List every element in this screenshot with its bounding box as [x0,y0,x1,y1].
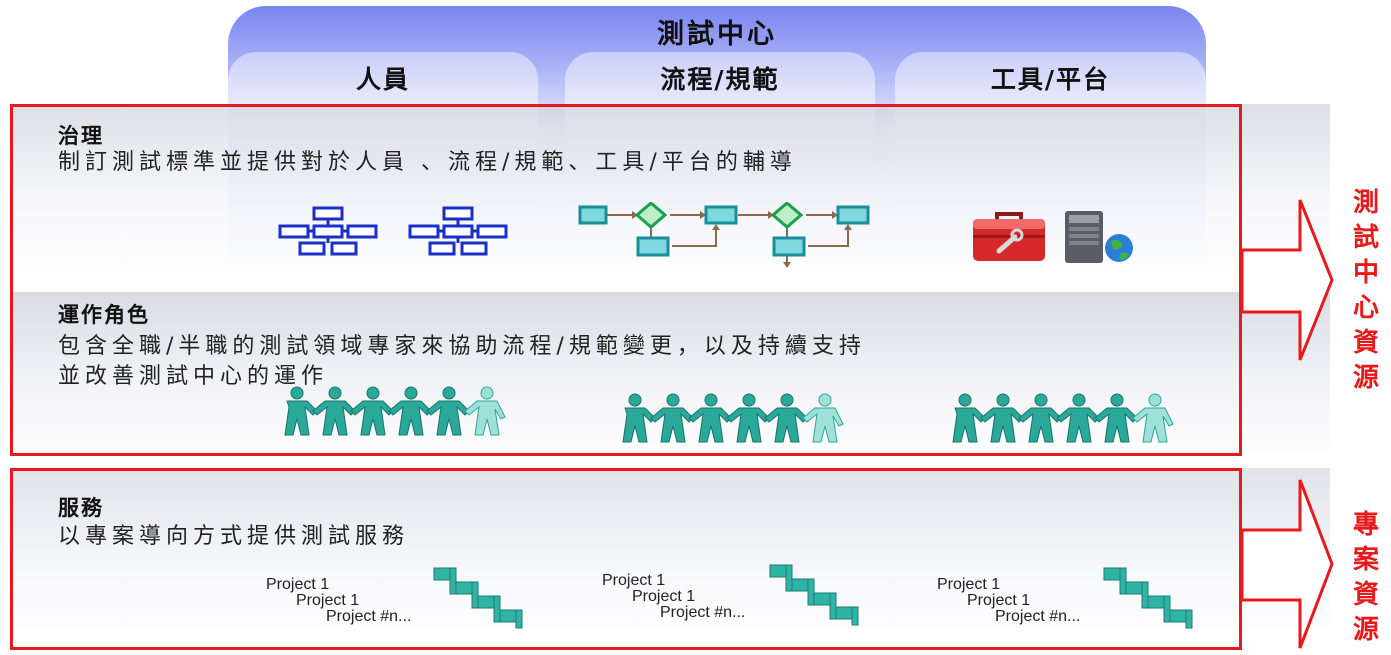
center-resources-frame [10,104,1242,456]
project-resources-label: 專案資源 [1352,510,1379,645]
project-list-item: Project 1 [296,592,360,609]
people-chain-icon [952,393,1174,443]
project-list-item: Project 1 [967,592,1031,609]
project-list-item: Project 1 [632,588,696,605]
project-list-item: Project #n... [660,604,746,621]
services-band [10,468,1330,646]
column-label-tools: 工具/平台 [990,65,1111,94]
org-chart-icon [408,206,508,256]
stairs-icon [433,567,523,629]
governance-description: 制訂測試標準並提供對於人員 、流程/規範、工具/平台的輔導 [58,150,797,175]
stairs-icon [769,564,859,626]
stairs-icon [1103,567,1193,629]
test-center-title: 測試中心 [657,19,777,50]
project-list-item: Project 1 [266,576,330,593]
center-resources-label: 測試中心資源 [1352,188,1379,393]
toolbox-icon [973,212,1045,261]
services-description: 以專案導向方式提供測試服務 [58,524,410,549]
project-list-item: Project #n... [326,608,412,625]
org-chart-icon [278,206,378,256]
project-list-item: Project #n... [995,608,1081,625]
governance-title: 治理 [58,124,104,148]
roles-title: 運作角色 [58,303,150,327]
column-label-process: 流程/規範 [660,65,780,94]
governance-band [10,104,1330,292]
roles-description-line1: 包含全職/半職的測試領域專家來協助流程/規範變更，以及持續支持 [58,334,866,359]
column-label-people: 人員 [355,65,410,94]
roles-description-line2: 並改善測試中心的運作 [58,364,329,389]
flowchart-icon [578,202,870,268]
bracket-arrows [1240,199,1334,649]
people-chain-icon [284,386,506,436]
project-resources-frame [10,468,1242,650]
server-icon [1065,211,1133,263]
project-list-item: Project 1 [937,576,1001,593]
services-title: 服務 [58,496,104,520]
people-chain-icon [622,393,844,443]
project-list-item: Project 1 [602,572,666,589]
